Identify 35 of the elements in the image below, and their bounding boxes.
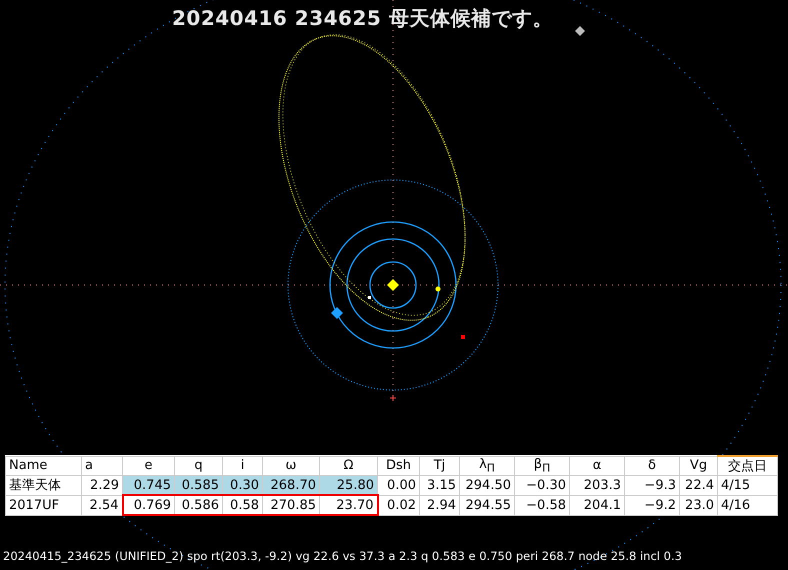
table-cell: −0.58 <box>514 495 570 515</box>
table-cell: 203.3 <box>570 476 624 495</box>
column-header: Dsh <box>378 456 420 476</box>
table-cell: 0.58 <box>222 495 262 515</box>
column-header: α <box>570 456 624 476</box>
table-cell: 基準天体 <box>6 476 82 495</box>
table-cell: 0.586 <box>174 495 222 515</box>
title: 20240416 234625 母天体候補です。 <box>172 5 553 32</box>
table-cell: 2.94 <box>420 495 460 515</box>
column-header: 交点日 <box>718 456 778 476</box>
table-cell: 4/15 <box>718 476 778 495</box>
table-cell: 0.02 <box>378 495 420 515</box>
column-header: Name <box>6 456 82 476</box>
column-header: δ <box>624 456 680 476</box>
column-header: λ$_{Π}$ <box>460 456 514 476</box>
table-cell: 23.0 <box>680 495 718 515</box>
table-cell: 270.85 <box>262 495 320 515</box>
table-cell: 2017UF <box>6 495 82 515</box>
table-cell: 0.769 <box>122 495 174 515</box>
table-cell: 294.50 <box>460 476 514 495</box>
table-cell: 22.4 <box>680 476 718 495</box>
status-line: 20240415_234625 (UNIFIED_2) spo rt(203.3, -9.2) vg 22.6 vs 37.3 a 2.3 q 0.583 e 0.750 peri 268.7 node 25.8 incl 0.3 <box>3 549 682 563</box>
table-cell: 3.15 <box>420 476 460 495</box>
table-cell: 204.1 <box>570 495 624 515</box>
table-cell: −9.2 <box>624 495 680 515</box>
column-header: β$_{Π}$ <box>514 456 570 476</box>
table-cell: 23.70 <box>320 495 378 515</box>
table-cell: 294.55 <box>460 495 514 515</box>
column-header: a <box>82 456 122 476</box>
table-cell: −9.3 <box>624 476 680 495</box>
column-header: Vg <box>680 456 718 476</box>
table-cell: 0.00 <box>378 476 420 495</box>
table-cell: 4/16 <box>718 495 778 515</box>
table-cell: −0.30 <box>514 476 570 495</box>
column-header: Tj <box>420 456 460 476</box>
